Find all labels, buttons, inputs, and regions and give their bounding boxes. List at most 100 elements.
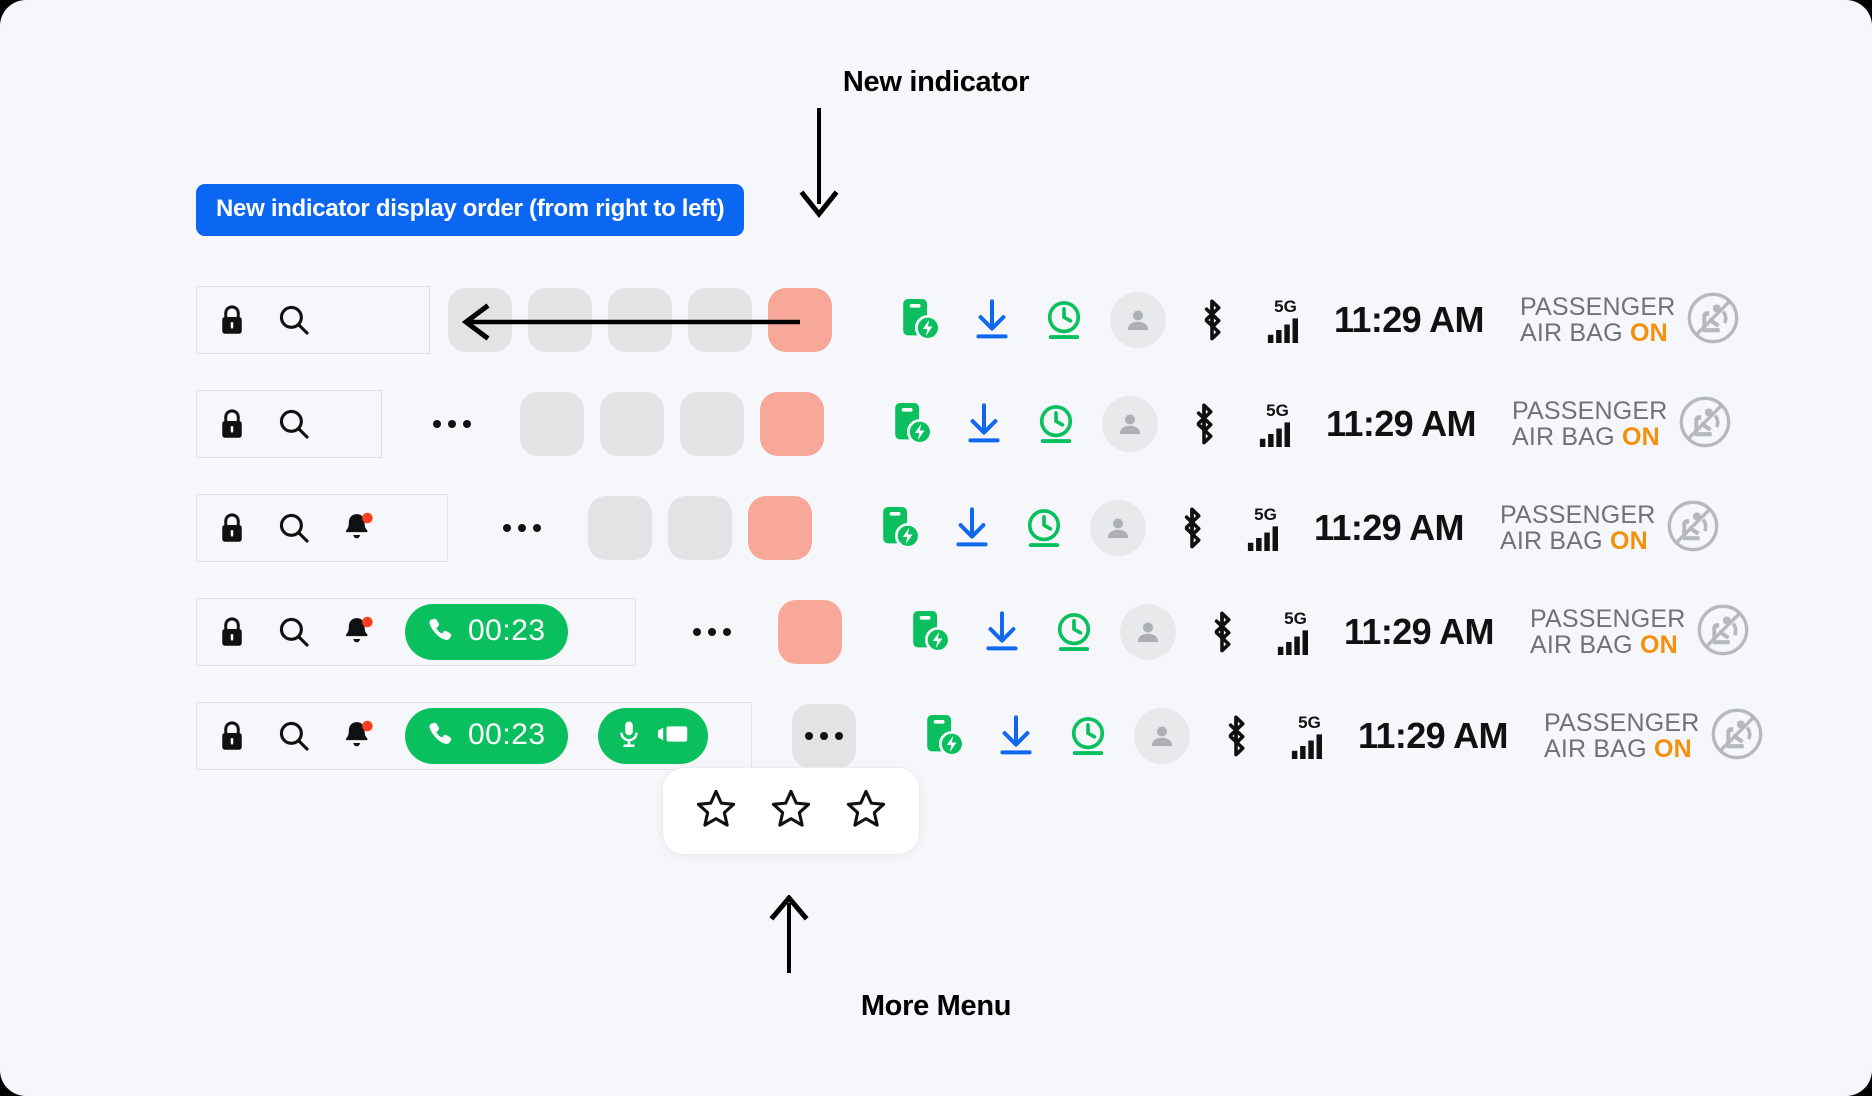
search-icon[interactable] (277, 511, 311, 545)
more-ellipsis[interactable] (490, 524, 554, 532)
active-call-pill[interactable]: 00:23 (405, 604, 568, 660)
media-recording-pill[interactable] (597, 708, 708, 764)
bluetooth-icon[interactable] (1156, 505, 1228, 551)
status-time: 11:29 AM (1358, 715, 1509, 756)
status-time: 11:29 AM (1314, 507, 1465, 548)
indicator-slot[interactable] (668, 496, 732, 560)
table-row: 5G 11:29 AM PASSENGER AIR BAG ON (0, 476, 1872, 580)
bluetooth-icon[interactable] (1176, 297, 1248, 343)
clock-icon[interactable] (1028, 298, 1100, 342)
lock-icon[interactable] (217, 615, 247, 649)
microphone-icon (616, 719, 642, 754)
airbag-state: ON (1653, 735, 1692, 763)
more-ellipsis[interactable] (420, 420, 484, 428)
status-cluster: 5G 11:29 AM PASSENGER AIR BAG ON (864, 498, 1721, 559)
person-avatar-icon[interactable] (1092, 396, 1168, 452)
indicator-slot-new[interactable] (778, 600, 842, 664)
cellular-signal-icon[interactable]: 5G (1272, 714, 1346, 759)
airbag-text: PASSENGER AIR BAG ON (1520, 294, 1676, 346)
airbag-line1: PASSENGER (1499, 501, 1656, 529)
bluetooth-icon[interactable] (1186, 609, 1258, 655)
passenger-airbag-off-icon (1709, 706, 1765, 767)
status-badge: PASSENGER AIR BAG ON (1512, 394, 1733, 455)
left-indicator-group (196, 390, 382, 458)
airbag-state: ON (1621, 423, 1660, 451)
cellular-signal-icon[interactable]: 5G (1248, 298, 1322, 343)
person-avatar-icon[interactable] (1110, 604, 1186, 660)
clock-icon[interactable] (1020, 402, 1092, 446)
star-outline-icon[interactable] (694, 787, 738, 836)
status-cluster: 5G 11:29 AM PASSENGER AIR BAG ON (876, 394, 1733, 455)
airbag-line2: AIR BAG (1519, 319, 1623, 347)
cellular-signal-icon[interactable]: 5G (1258, 610, 1332, 655)
lock-icon[interactable] (217, 303, 247, 337)
airbag-text: PASSENGER AIR BAG ON (1530, 606, 1686, 658)
indicator-slot[interactable] (520, 392, 584, 456)
airbag-text: PASSENGER AIR BAG ON (1500, 502, 1656, 554)
bluetooth-icon[interactable] (1200, 713, 1272, 759)
lock-icon[interactable] (217, 719, 247, 753)
device-charging-icon[interactable] (884, 296, 956, 344)
call-timer: 00:23 (468, 718, 546, 751)
status-cluster: 5G 11:29 AM PASSENGER AIR BAG ON (884, 290, 1741, 351)
download-icon[interactable] (966, 610, 1038, 654)
status-badge: PASSENGER AIR BAG ON (1520, 290, 1741, 351)
phone-call-icon (427, 720, 455, 753)
search-icon[interactable] (277, 303, 311, 337)
more-menu-popup (662, 767, 920, 855)
star-outline-icon[interactable] (844, 787, 888, 836)
device-charging-icon[interactable] (876, 400, 948, 448)
more-ellipsis[interactable] (680, 628, 744, 636)
bluetooth-icon[interactable] (1168, 401, 1240, 447)
status-cluster: 5G 11:29 AM PASSENGER AIR BAG ON (894, 602, 1751, 663)
download-icon[interactable] (956, 298, 1028, 342)
clock-icon[interactable] (1038, 610, 1110, 654)
left-indicator-group (196, 494, 448, 562)
airbag-line2: AIR BAG (1511, 423, 1615, 451)
annotation-more-menu-label: More Menu (860, 990, 1012, 1022)
cellular-signal-icon[interactable]: 5G (1228, 506, 1302, 551)
lock-icon[interactable] (217, 407, 247, 441)
person-avatar-icon[interactable] (1100, 292, 1176, 348)
download-icon[interactable] (980, 714, 1052, 758)
more-menu-button[interactable] (792, 704, 856, 768)
airbag-line1: PASSENGER (1529, 605, 1686, 633)
device-charging-icon[interactable] (908, 712, 980, 760)
clock-icon[interactable] (1008, 506, 1080, 550)
active-call-pill[interactable]: 00:23 (405, 708, 568, 764)
person-avatar-icon[interactable] (1080, 500, 1156, 556)
lock-icon[interactable] (217, 511, 247, 545)
placeholder-tiles (520, 392, 824, 456)
device-charging-icon[interactable] (894, 608, 966, 656)
airbag-state: ON (1609, 527, 1648, 555)
arrow-left-long-icon (452, 300, 802, 349)
person-avatar-icon[interactable] (1124, 708, 1200, 764)
status-badge: PASSENGER AIR BAG ON (1500, 498, 1721, 559)
bell-notification-icon[interactable] (341, 510, 375, 546)
status-badge: PASSENGER AIR BAG ON (1530, 602, 1751, 663)
indicator-slot[interactable] (588, 496, 652, 560)
passenger-airbag-off-icon (1695, 602, 1751, 663)
indicator-slot-new[interactable] (748, 496, 812, 560)
bell-notification-icon[interactable] (341, 718, 375, 754)
order-badge: New indicator display order (from right … (196, 184, 745, 236)
search-icon[interactable] (277, 407, 311, 441)
indicator-rows: 5G 11:29 AM PASSENGER AIR BAG ON (0, 268, 1872, 788)
airbag-line1: PASSENGER (1543, 709, 1700, 737)
status-badge: PASSENGER AIR BAG ON (1544, 706, 1765, 767)
download-icon[interactable] (948, 402, 1020, 446)
clock-icon[interactable] (1052, 714, 1124, 758)
indicator-slot[interactable] (600, 392, 664, 456)
search-icon[interactable] (277, 615, 311, 649)
star-outline-icon[interactable] (769, 787, 813, 836)
cellular-signal-icon[interactable]: 5G (1240, 402, 1314, 447)
indicator-slot-new[interactable] (760, 392, 824, 456)
indicator-slot[interactable] (680, 392, 744, 456)
download-icon[interactable] (936, 506, 1008, 550)
bell-notification-icon[interactable] (341, 614, 375, 650)
device-charging-icon[interactable] (864, 504, 936, 552)
status-time: 11:29 AM (1334, 299, 1485, 340)
arrow-down-icon (795, 108, 843, 223)
search-icon[interactable] (277, 719, 311, 753)
